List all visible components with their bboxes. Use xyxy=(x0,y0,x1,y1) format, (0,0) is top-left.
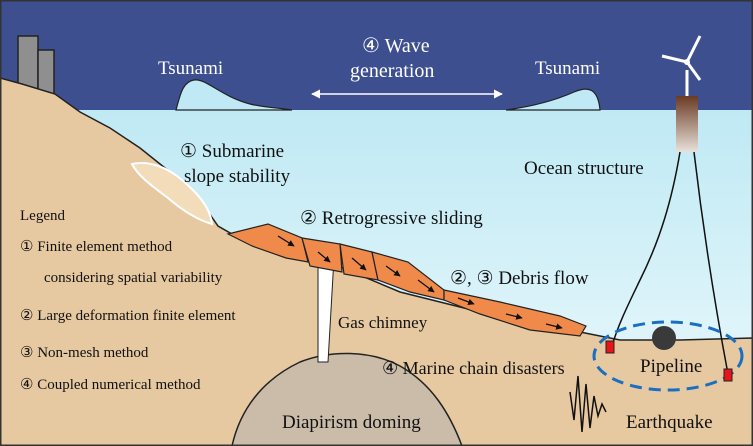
legend-item-3: ③ Non-mesh method xyxy=(20,345,149,361)
tsunami-wave-right xyxy=(505,88,601,111)
slope-stability-zone xyxy=(130,162,214,226)
mooring-line-right xyxy=(693,151,729,375)
legend-item-1-cont: considering spatial variability xyxy=(44,270,223,286)
diapirism-dome xyxy=(231,352,463,446)
label-gas-chimney: Gas chimney xyxy=(338,313,428,332)
pipeline-icon xyxy=(652,326,676,350)
label-pipeline: Pipeline xyxy=(640,356,702,377)
label-debris-flow: ②, ③ Debris flow xyxy=(450,268,589,289)
retrogressive-slide-mass xyxy=(226,223,587,337)
label-diapirism-doming: Diapirism doming xyxy=(282,412,421,433)
label-ocean-structure: Ocean structure xyxy=(524,158,644,179)
label-tsunami-right: Tsunami xyxy=(535,58,600,79)
label-marine-chain-disasters: ④ Marine chain disasters xyxy=(382,358,565,378)
label-earthquake: Earthquake xyxy=(626,412,713,433)
mooring-line-left xyxy=(611,151,681,347)
label-tsunami-left: Tsunami xyxy=(158,58,223,79)
label-slope-stability-1: ① Submarine xyxy=(180,141,284,162)
anchor-left xyxy=(605,340,615,354)
wind-turbine xyxy=(661,35,702,152)
legend-item-4: ④ Coupled numerical method xyxy=(20,377,201,393)
legend-item-1: ① Finite element method xyxy=(20,239,173,255)
label-wave-generation-1: ④ Wave xyxy=(362,35,430,57)
legend-title: Legend xyxy=(20,208,65,224)
anchor-right xyxy=(723,368,733,382)
legend: Legend ① Finite element method consideri… xyxy=(20,208,236,393)
earthquake-trace xyxy=(569,375,607,433)
label-wave-generation-2: generation xyxy=(350,60,434,82)
label-retrogressive-sliding: ② Retrogressive sliding xyxy=(300,208,483,229)
legend-item-2: ② Large deformation finite element xyxy=(20,308,236,324)
pipeline-zone-ellipse xyxy=(592,320,744,392)
label-slope-stability-2: slope stability xyxy=(184,166,291,187)
coastal-buildings xyxy=(17,35,55,95)
tsunami-wave-left xyxy=(175,79,293,111)
